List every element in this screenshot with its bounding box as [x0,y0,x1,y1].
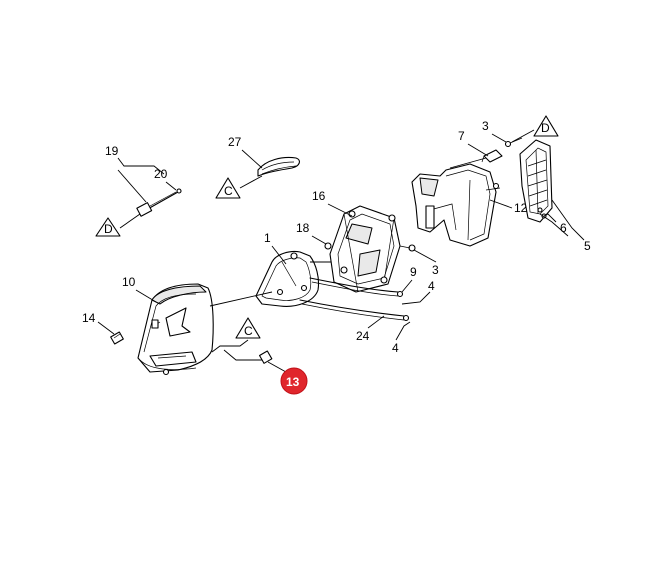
leader-10-to-1 [209,291,273,307]
callout-4-upper: 4 [401,279,435,305]
svg-text:D: D [104,222,113,236]
callout-9: 9 [401,265,417,293]
part-10-headlamp [137,283,214,376]
svg-text:14: 14 [82,311,96,325]
callout-16: 16 [312,189,353,217]
svg-text:3: 3 [482,119,489,133]
svg-text:9: 9 [410,265,417,279]
svg-text:6: 6 [560,221,567,235]
reference-triangle-c-top: C [215,175,263,199]
callout-3-lower: 3 [413,249,439,277]
part-7-clip [481,149,503,163]
svg-text:12: 12 [514,201,528,215]
part-3-bolt-upper [504,137,523,148]
svg-text:C: C [244,324,253,338]
reference-triangle-d-left: D [95,213,141,237]
callout-12: 12 [489,199,528,215]
part-13-grommet [211,339,287,373]
svg-text:27: 27 [228,135,242,149]
callout-14: 14 [82,311,115,335]
svg-text:16: 16 [312,189,326,203]
callout-24: 24 [356,315,385,343]
part-12-bracket [411,163,501,247]
svg-text:13: 13 [286,375,300,389]
callout-19: 19 [105,144,165,203]
svg-text:D: D [541,121,550,135]
callout-1: 1 [264,231,287,265]
svg-text:18: 18 [296,221,310,235]
svg-text:20: 20 [154,167,168,181]
svg-text:10: 10 [122,275,136,289]
svg-text:1: 1 [264,231,271,245]
callout-27: 27 [228,135,263,169]
part-19-20-stud [136,188,182,217]
svg-text:4: 4 [392,341,399,355]
callout-18: 18 [296,221,332,250]
callout-20: 20 [154,167,177,191]
callout-6: 6 [543,213,567,235]
svg-text:5: 5 [584,239,591,253]
svg-text:4: 4 [428,279,435,293]
callout-7: 7 [449,129,489,169]
callout-10: 10 [122,275,157,303]
callout-4-lower: 4 [392,321,411,355]
part-3-bolt-lower [399,244,416,252]
reference-triangle-d-right: D [511,115,559,143]
part-1-bracket [255,250,320,307]
svg-text:3: 3 [432,263,439,277]
svg-text:7: 7 [458,129,465,143]
callout-3-upper: 3 [482,119,507,143]
svg-text:24: 24 [356,329,370,343]
part-9-cable [309,277,404,298]
reference-triangle-c-bottom: C [235,317,261,339]
callout-13-highlight: 13 [280,367,308,395]
part-16-support [329,205,401,293]
callout-5: 5 [539,199,591,253]
part-27-harness [257,156,301,177]
part-24-cable [299,299,410,322]
part-14-clip [110,331,124,345]
svg-text:19: 19 [105,144,119,158]
svg-text:C: C [224,184,233,198]
